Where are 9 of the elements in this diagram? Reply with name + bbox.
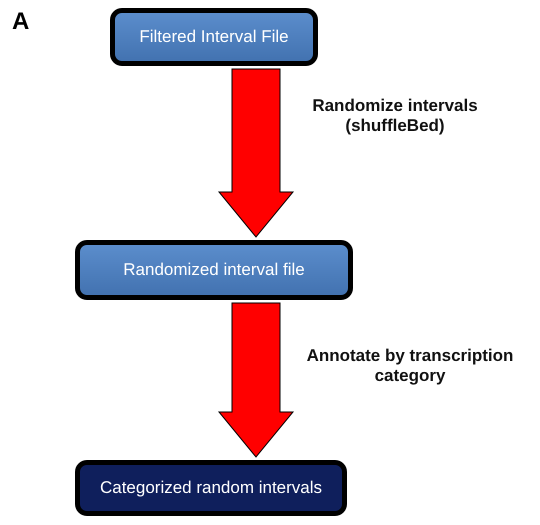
process-box [75, 460, 347, 516]
process-box [75, 240, 353, 300]
block-arrow [218, 68, 294, 238]
box-label: Filtered Interval File [139, 27, 289, 47]
process-box [110, 8, 318, 66]
panel-letter: A [12, 8, 30, 36]
box-label: Categorized random intervals [100, 478, 322, 498]
block-arrow [218, 302, 294, 458]
box-label: Randomized interval file [123, 260, 305, 280]
